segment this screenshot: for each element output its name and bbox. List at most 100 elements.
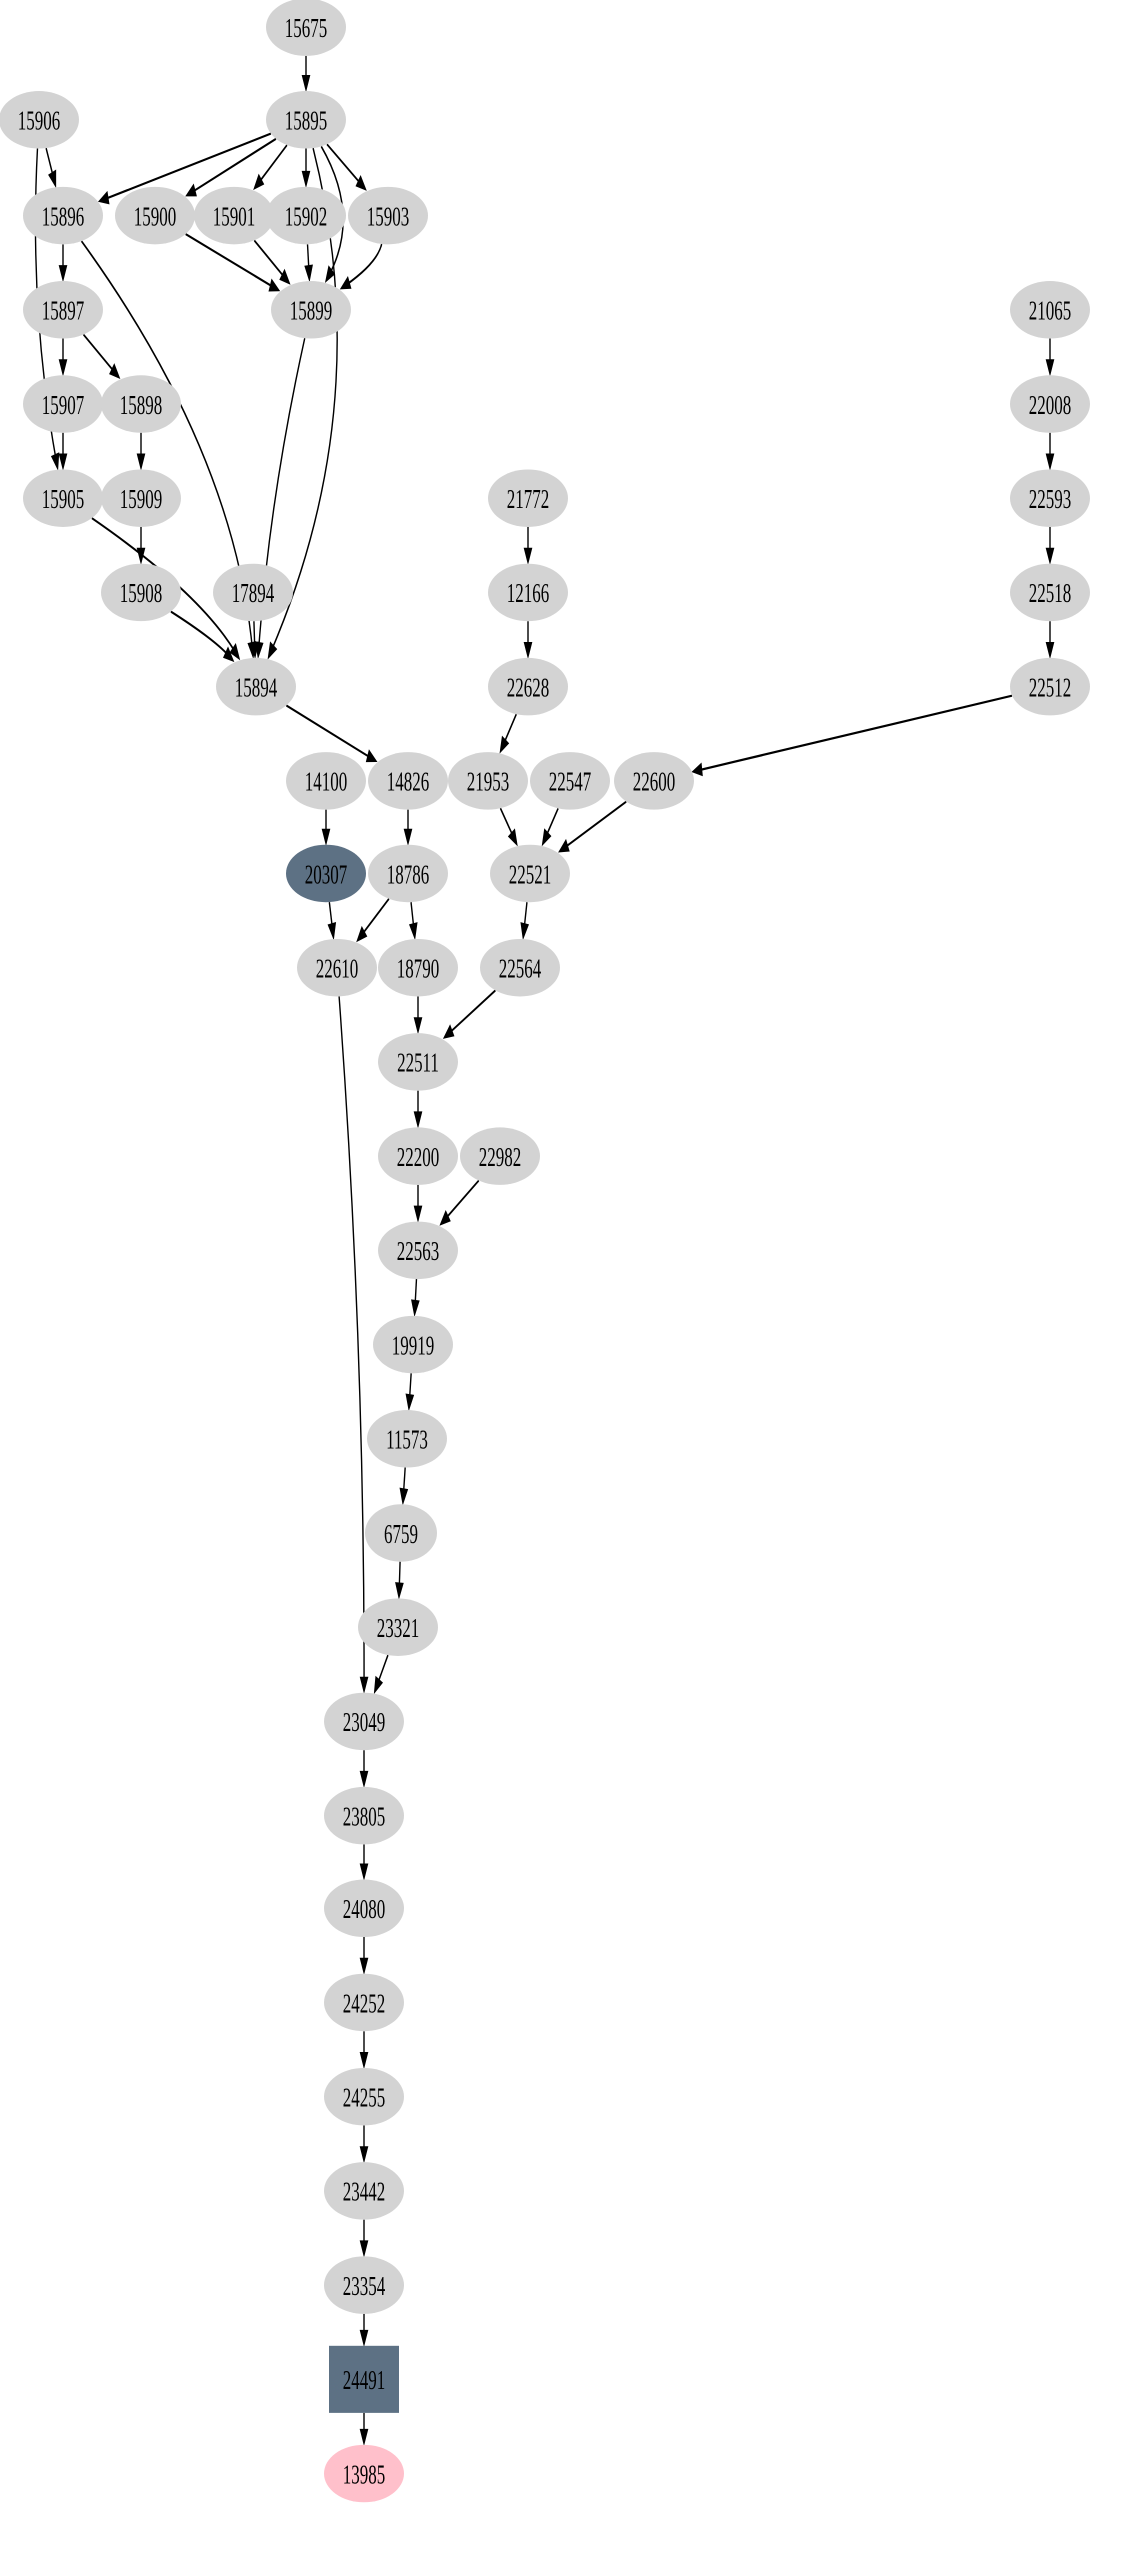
node-shape-22511[interactable] [378, 1033, 458, 1091]
node-shape-15909[interactable] [101, 469, 181, 527]
node-shape-6759[interactable] [365, 1504, 437, 1562]
graph-node-23321[interactable]: 23321 [358, 1598, 438, 1656]
graph-node-15908[interactable]: 15908 [101, 563, 181, 622]
node-shape-15901[interactable] [194, 186, 274, 245]
node-shape-15894[interactable] [216, 657, 296, 716]
graph-node-21065[interactable]: 21065 [1010, 281, 1090, 339]
node-shape-22008[interactable] [1010, 375, 1090, 433]
graph-node-23049[interactable]: 23049 [324, 1692, 404, 1751]
graph-node-15894[interactable]: 15894 [216, 657, 296, 716]
node-shape-21772[interactable] [488, 469, 568, 527]
node-shape-22518[interactable] [1010, 563, 1090, 622]
node-shape-24491[interactable] [329, 2345, 399, 2413]
graph-node-22511[interactable]: 22511 [378, 1033, 458, 1091]
graph-node-6759[interactable]: 6759 [365, 1504, 437, 1562]
node-shape-15906[interactable] [0, 91, 79, 149]
node-shape-14100[interactable] [286, 752, 366, 810]
graph-node-15897[interactable]: 15897 [23, 281, 103, 339]
graph-node-15895[interactable]: 15895 [266, 91, 346, 149]
graph-node-22564[interactable]: 22564 [480, 938, 560, 997]
graph-node-24080[interactable]: 24080 [324, 1879, 404, 1938]
node-shape-22610[interactable] [297, 938, 377, 997]
node-shape-14826[interactable] [368, 752, 448, 810]
graph-node-15900[interactable]: 15900 [115, 186, 195, 245]
graph-node-12166[interactable]: 12166 [488, 563, 568, 622]
graph-node-15909[interactable]: 15909 [101, 469, 181, 527]
graph-node-15903[interactable]: 15903 [348, 186, 428, 245]
node-shape-22521[interactable] [490, 844, 570, 903]
graph-node-13985[interactable]: 13985 [324, 2444, 404, 2503]
graph-node-15899[interactable]: 15899 [271, 281, 351, 339]
node-shape-22600[interactable] [614, 752, 694, 810]
graph-node-23805[interactable]: 23805 [324, 1786, 404, 1845]
node-shape-15903[interactable] [348, 186, 428, 245]
graph-node-22610[interactable]: 22610 [297, 938, 377, 997]
node-shape-12166[interactable] [488, 563, 568, 622]
graph-node-22628[interactable]: 22628 [488, 657, 568, 716]
node-shape-15895[interactable] [266, 91, 346, 149]
node-shape-20307[interactable] [286, 844, 366, 903]
node-shape-23354[interactable] [324, 2256, 404, 2314]
graph-node-17894[interactable]: 17894 [213, 563, 293, 622]
node-shape-15896[interactable] [23, 186, 103, 245]
node-shape-15902[interactable] [266, 186, 346, 245]
node-shape-24255[interactable] [324, 2067, 404, 2126]
node-shape-22563[interactable] [378, 1221, 458, 1280]
graph-node-23354[interactable]: 23354 [324, 2256, 404, 2314]
graph-node-15898[interactable]: 15898 [101, 375, 181, 433]
node-shape-15898[interactable] [101, 375, 181, 433]
node-shape-15900[interactable] [115, 186, 195, 245]
node-shape-23805[interactable] [324, 1786, 404, 1845]
node-shape-15907[interactable] [23, 375, 103, 433]
graph-node-22593[interactable]: 22593 [1010, 469, 1090, 527]
node-shape-22200[interactable] [378, 1127, 458, 1185]
graph-node-15905[interactable]: 15905 [23, 469, 103, 527]
graph-node-22982[interactable]: 22982 [460, 1127, 540, 1185]
graph-node-15907[interactable]: 15907 [23, 375, 103, 433]
node-shape-15905[interactable] [23, 469, 103, 527]
graph-node-18790[interactable]: 18790 [378, 938, 458, 997]
node-shape-22512[interactable] [1010, 657, 1090, 716]
node-shape-22547[interactable] [530, 752, 610, 810]
graph-node-19919[interactable]: 19919 [373, 1315, 453, 1374]
node-shape-15675[interactable] [266, 0, 346, 56]
node-shape-15908[interactable] [101, 563, 181, 622]
graph-node-24255[interactable]: 24255 [324, 2067, 404, 2126]
graph-node-20307[interactable]: 20307 [286, 844, 366, 903]
graph-node-21772[interactable]: 21772 [488, 469, 568, 527]
graph-node-24491[interactable]: 24491 [329, 2345, 399, 2413]
graph-node-21953[interactable]: 21953 [448, 752, 528, 810]
node-shape-18786[interactable] [368, 844, 448, 903]
node-shape-19919[interactable] [373, 1315, 453, 1374]
graph-node-15901[interactable]: 15901 [194, 186, 274, 245]
graph-node-22200[interactable]: 22200 [378, 1127, 458, 1185]
graph-node-11573[interactable]: 11573 [367, 1410, 447, 1468]
graph-node-22518[interactable]: 22518 [1010, 563, 1090, 622]
node-shape-15897[interactable] [23, 281, 103, 339]
node-shape-21953[interactable] [448, 752, 528, 810]
graph-node-22521[interactable]: 22521 [490, 844, 570, 903]
graph-node-15902[interactable]: 15902 [266, 186, 346, 245]
graph-node-15896[interactable]: 15896 [23, 186, 103, 245]
node-shape-17894[interactable] [213, 563, 293, 622]
node-shape-22628[interactable] [488, 657, 568, 716]
node-shape-18790[interactable] [378, 938, 458, 997]
node-shape-15899[interactable] [271, 281, 351, 339]
graph-node-22563[interactable]: 22563 [378, 1221, 458, 1280]
graph-node-22600[interactable]: 22600 [614, 752, 694, 810]
graph-node-14826[interactable]: 14826 [368, 752, 448, 810]
node-shape-24252[interactable] [324, 1973, 404, 2032]
node-shape-11573[interactable] [367, 1410, 447, 1468]
node-shape-22593[interactable] [1010, 469, 1090, 527]
node-shape-23442[interactable] [324, 2162, 404, 2220]
graph-node-15675[interactable]: 15675 [266, 0, 346, 56]
graph-node-14100[interactable]: 14100 [286, 752, 366, 810]
node-shape-22982[interactable] [460, 1127, 540, 1185]
node-shape-22564[interactable] [480, 938, 560, 997]
graph-node-24252[interactable]: 24252 [324, 1973, 404, 2032]
graph-node-15906[interactable]: 15906 [0, 91, 79, 149]
graph-node-22008[interactable]: 22008 [1010, 375, 1090, 433]
graph-node-23442[interactable]: 23442 [324, 2162, 404, 2220]
node-shape-23321[interactable] [358, 1598, 438, 1656]
node-shape-24080[interactable] [324, 1879, 404, 1938]
